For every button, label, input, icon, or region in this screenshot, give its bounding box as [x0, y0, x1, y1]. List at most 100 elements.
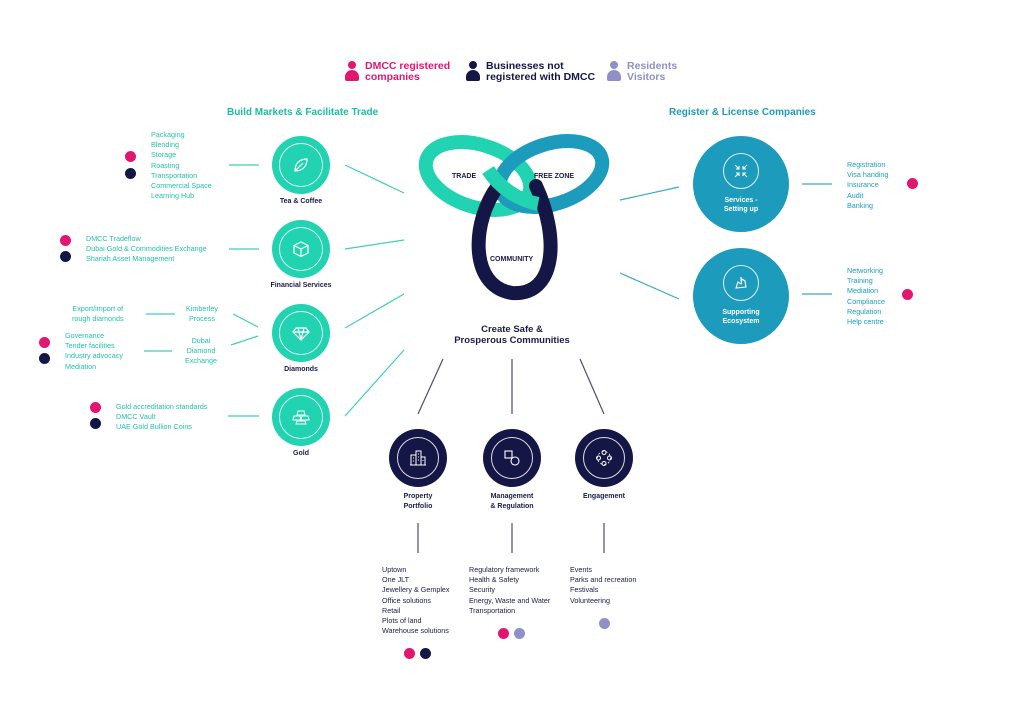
list-item: Kimberley — [186, 304, 218, 313]
list-item: Learning Hub — [151, 191, 195, 201]
list-item: DMCC Tradeflow — [86, 234, 141, 243]
node-label-line1: Services - — [724, 197, 758, 204]
list-item: Regulation — [847, 306, 882, 316]
list-item: Mediation — [847, 286, 879, 296]
financial-services-node — [272, 220, 330, 278]
supporting-ecosystem-node — [693, 248, 789, 344]
tea-coffee-node — [272, 136, 330, 194]
list-item: Visa handing — [847, 170, 889, 180]
node-label-line1: Property — [403, 493, 433, 500]
center-subtitle: Create Safe & Prosperous Communities — [412, 324, 612, 346]
engagement-label: Engagement — [583, 492, 625, 502]
node-label-line2: & Regulation — [490, 503, 534, 510]
list-item: Compliance — [847, 296, 885, 306]
diamonds-node — [272, 304, 330, 362]
list-item: Dubai — [191, 336, 211, 345]
kimberley-process: Kimberley Process — [186, 304, 218, 324]
legend-label-line2: Visitors — [627, 71, 666, 83]
list-item: Commercial Space — [151, 181, 212, 191]
legend-label-line1: Businesses not — [486, 60, 564, 72]
list-item: Health & Safety — [469, 575, 519, 585]
right-section-title: Register & License Companies — [669, 107, 816, 118]
dde-items: Governance Tender facilities Industry ad… — [65, 331, 123, 372]
financial-services-list: DMCC Tradeflow Dubai Gold & Commodities … — [86, 234, 207, 265]
navy-dot — [60, 251, 71, 262]
list-item: Audit — [847, 190, 864, 200]
free-zone-label: FREE ZONE — [534, 173, 575, 180]
dubai-diamond-exchange: Dubai Diamond Exchange — [185, 336, 217, 367]
list-item: Governance — [65, 331, 105, 340]
node-label-line2: Setting up — [723, 206, 759, 213]
list-item: Registration — [847, 160, 886, 169]
lavender-dot — [514, 628, 525, 639]
list-item: Training — [847, 276, 873, 286]
tea-coffee-list: Packaging Blending Storage Roasting Tran… — [151, 130, 212, 201]
pink-dot — [902, 289, 913, 300]
pink-dot — [60, 235, 71, 246]
person-icon — [466, 61, 480, 81]
list-item: Process — [189, 314, 215, 324]
navy-dot — [90, 418, 101, 429]
list-item: Energy, Waste and Water — [469, 595, 551, 605]
list-item: rough diamonds — [72, 314, 124, 324]
list-item: Volunteering — [570, 595, 610, 605]
financial-services-label: Financial Services — [270, 282, 332, 289]
trefoil-knot-icon — [418, 134, 610, 301]
list-item: Uptown — [382, 565, 407, 574]
legend-label-line1: Residents — [627, 60, 678, 72]
list-item: Diamond — [186, 346, 216, 356]
trade-label: TRADE — [452, 173, 477, 180]
map-pin-icon — [735, 277, 747, 289]
services-setting-up-label: Services - Setting up — [724, 196, 758, 214]
list-item: Transportation — [469, 605, 516, 615]
list-item: DMCC Vault — [116, 412, 156, 422]
pink-dot — [404, 648, 415, 659]
engagement-list: Events Parks and recreation Festivals Vo… — [570, 565, 636, 606]
node-label-line1: Management — [490, 493, 534, 500]
list-item: Storage — [151, 150, 177, 160]
lavender-dot — [599, 618, 610, 629]
management-regulation-list: Regulatory framework Health & Safety Sec… — [469, 565, 550, 616]
list-item: Warehouse solutions — [382, 626, 449, 636]
pink-dot — [498, 628, 509, 639]
engagement-node — [575, 429, 633, 487]
list-item: Roasting — [151, 160, 180, 170]
management-regulation-node — [483, 429, 541, 487]
legend-label-line2: registered with DMCC — [486, 71, 596, 83]
node-label-line2: Ecosystem — [722, 318, 760, 325]
list-item: UAE Gold Bullion Coins — [116, 422, 192, 432]
list-item: Banking — [847, 200, 873, 210]
list-item: Gold accreditation standards — [116, 402, 208, 411]
list-item: Parks and recreation — [570, 575, 637, 585]
legend-label-line2: companies — [365, 71, 420, 83]
supporting-ecosystem-label: Supporting Ecosystem — [722, 308, 759, 326]
pink-dot — [907, 178, 918, 189]
list-item: Industry advocacy — [65, 351, 123, 361]
node-label-line2: Portfolio — [403, 503, 433, 510]
people-network-icon — [596, 450, 612, 466]
node-label-line1: Supporting — [722, 309, 760, 316]
legend-residents: Residents Visitors — [607, 61, 677, 83]
buildings-icon — [410, 450, 426, 466]
list-item: Insurance — [847, 180, 879, 190]
legend-unregistered: Businesses not registered with DMCC — [466, 61, 595, 83]
list-item: Tender facilities — [65, 341, 115, 351]
kimberley-items: Export/import of rough diamonds — [72, 304, 124, 324]
list-item: Blending — [151, 140, 179, 150]
person-icon — [607, 61, 621, 81]
list-item: Exchange — [185, 356, 217, 366]
list-item: Retail — [382, 605, 401, 615]
left-section-title: Build Markets & Facilitate Trade — [227, 107, 379, 118]
node-label-line1: Engagement — [582, 493, 626, 500]
pink-dot — [125, 151, 136, 162]
shapes-icon — [504, 450, 520, 466]
navy-dot — [125, 168, 136, 179]
list-item: Help centre — [847, 317, 884, 327]
property-portfolio-list: Uptown One JLT Jewellery & Gemplex Offic… — [382, 565, 450, 636]
gold-bars-icon — [292, 410, 310, 425]
list-item: Events — [570, 565, 592, 574]
diamond-icon — [292, 327, 310, 341]
center-subtitle-line1: Create Safe & — [481, 324, 543, 335]
community-label: COMMUNITY — [490, 256, 534, 263]
